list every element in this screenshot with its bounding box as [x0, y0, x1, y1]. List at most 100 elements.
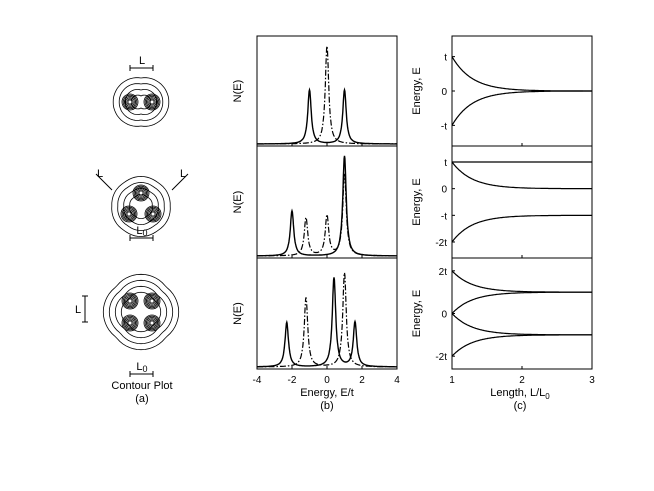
scale-bar-tetramer-bottom [129, 371, 154, 377]
contour-ring [127, 99, 133, 105]
level-series [451, 334, 592, 357]
contour-ring [132, 184, 150, 202]
panel-b-xlabel: Energy, E/t [300, 387, 354, 399]
contour-ring [126, 297, 134, 305]
contour-ring [148, 209, 158, 219]
contour-line [114, 285, 168, 339]
contour-ring [148, 98, 156, 106]
level-ytick-label: t [444, 53, 447, 64]
contour-ring [147, 296, 157, 306]
contour-ring [121, 93, 139, 111]
level-series [451, 161, 592, 190]
level-series [451, 90, 592, 126]
contour-ring [122, 315, 138, 331]
level-ytick-label: 0 [441, 310, 447, 321]
contour-center [150, 299, 154, 303]
panel-a-caption: (a) [135, 393, 148, 405]
level-ytick-label: -2t [435, 352, 447, 363]
dos-series-solid [257, 87, 397, 145]
contour-ring [127, 320, 133, 326]
dos-xtick-label: 4 [394, 375, 400, 386]
contour-ring [136, 188, 146, 198]
scale-label-L0: L0 [136, 361, 147, 374]
contour-line [118, 83, 164, 121]
level-ytick-label: 0 [441, 87, 447, 98]
contour-ring [125, 210, 133, 218]
contour-line [112, 77, 170, 127]
dos-series-dashdot [257, 45, 397, 145]
contour-center [150, 321, 154, 325]
contour-center [128, 100, 132, 104]
level-series [451, 291, 592, 314]
contour-ring [120, 205, 138, 223]
contour-center [151, 212, 155, 216]
contour-ring [123, 207, 136, 220]
dos-xtick-label: -4 [253, 375, 262, 386]
dos-xtick-label: 2 [359, 375, 365, 386]
contour-ring [145, 294, 158, 307]
contour-ring [144, 94, 160, 110]
contour-ring [138, 190, 144, 196]
contour-line [117, 181, 165, 232]
contour-ring [124, 209, 134, 219]
dos-ylabel: N(E) [232, 191, 244, 214]
panel-c-xlabel: Length, L/L0 [490, 387, 550, 401]
scale-label-L: L [139, 55, 145, 67]
contour-ring [143, 292, 161, 310]
dos-frame [256, 257, 398, 370]
contour-ring [122, 293, 138, 309]
contour-line [102, 273, 180, 351]
dos-series-solid [257, 277, 397, 368]
level-frame [451, 145, 593, 259]
contour-ring [121, 206, 137, 222]
dos-xtick-label: 0 [324, 375, 330, 386]
contour-ring [144, 315, 160, 331]
contour-ring [121, 314, 139, 332]
contour-ring [126, 98, 134, 106]
contour-ring [149, 320, 155, 326]
contour-ring [125, 318, 135, 328]
contour-center [150, 100, 154, 104]
contour-ring [124, 316, 137, 329]
level-ytick-label: -2t [435, 238, 447, 249]
level-ytick-label: -t [441, 211, 447, 222]
contour-ring [137, 189, 145, 197]
level-ylabel: Energy, E [411, 67, 423, 115]
contour-dimer [112, 77, 170, 127]
scale-bar-dimer [129, 65, 154, 71]
contour-ring [146, 207, 159, 220]
contour-ring [143, 314, 161, 332]
contour-ring [127, 298, 133, 304]
contour-ring [133, 185, 149, 201]
contour-tetramer [102, 273, 180, 351]
contour-center [128, 299, 132, 303]
contour-line [108, 279, 174, 345]
scale-bar-trimer-bottom [129, 235, 154, 241]
contour-ring [125, 97, 135, 107]
contour-ring [149, 99, 155, 105]
contour-ring [124, 96, 137, 109]
level-xtick-label: 2 [519, 375, 525, 386]
level-series [451, 214, 592, 243]
dos-ylabel: N(E) [232, 302, 244, 325]
contour-line [124, 89, 158, 115]
level-series [451, 313, 592, 336]
contour-ring [148, 319, 156, 327]
panel-c-caption: (c) [514, 400, 527, 412]
contour-plot-title: Contour Plot [111, 380, 172, 392]
contour-ring [124, 294, 137, 307]
contour-ring [134, 186, 147, 199]
contour-ring [121, 292, 139, 310]
scale-label-L: L [180, 168, 186, 180]
contour-trimer [111, 175, 171, 238]
contour-ring [144, 205, 162, 223]
level-ytick-label: -t [441, 121, 447, 132]
level-ytick-label: 2t [439, 267, 448, 278]
contour-ring [125, 296, 135, 306]
contour-center [127, 212, 131, 216]
contour-ring [150, 211, 156, 217]
contour-ring [126, 319, 134, 327]
